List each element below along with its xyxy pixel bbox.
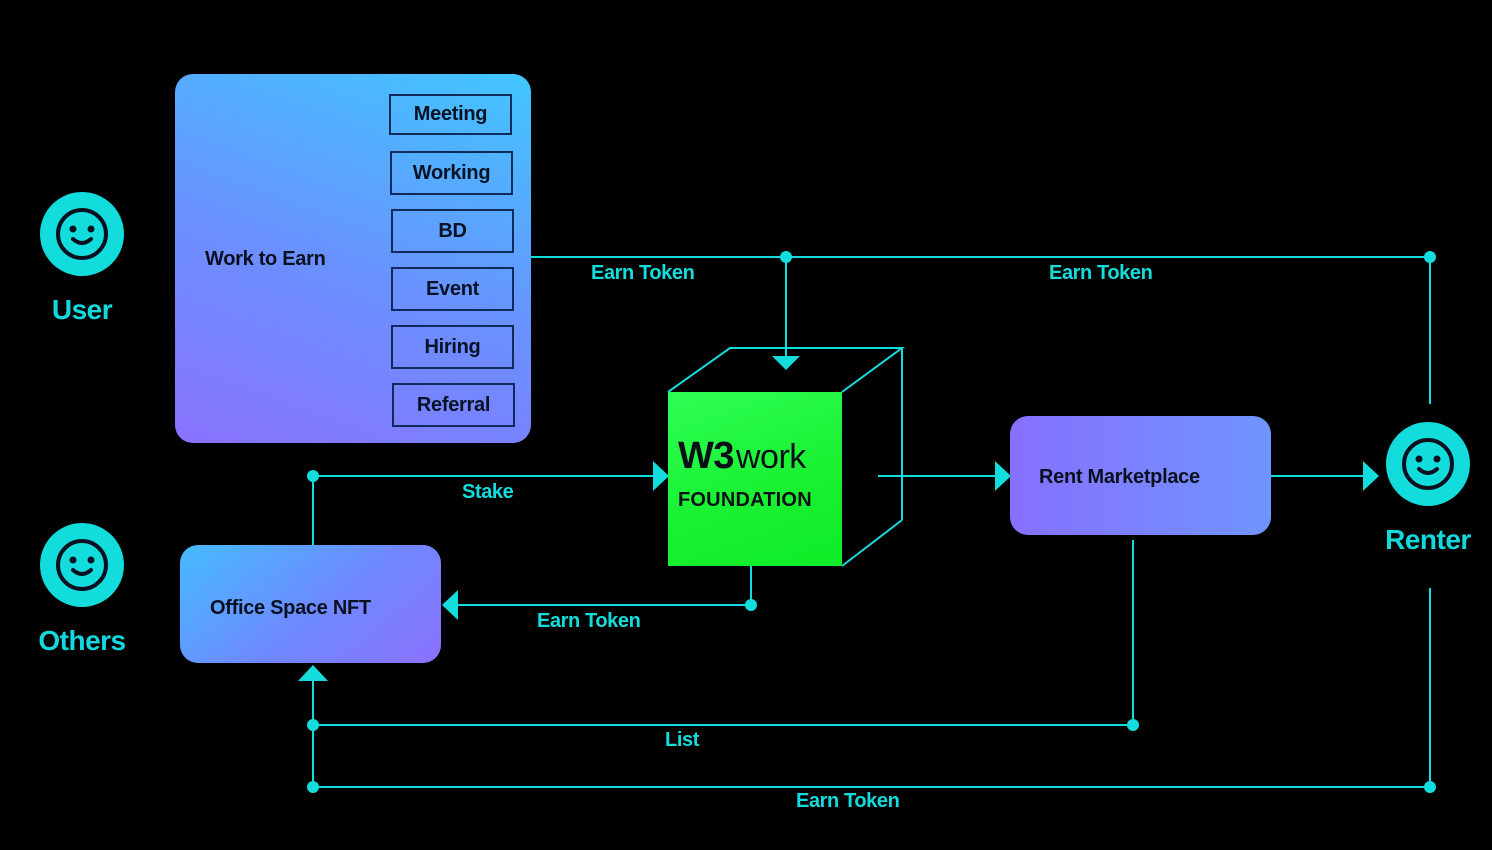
office-space-nft-panel: Office Space NFT xyxy=(180,545,441,663)
cube-top-outline xyxy=(667,347,906,393)
foundation-subtitle: FOUNDATION xyxy=(678,489,812,511)
foundation-brand: W3work xyxy=(678,437,806,475)
smiley-icon xyxy=(40,192,124,276)
rent-marketplace-title: Rent Marketplace xyxy=(1039,466,1200,488)
actor-label-others: Others xyxy=(38,625,126,656)
foundation-brand-w3: W3 xyxy=(678,435,735,477)
edge-label-earn-token-top-right: Earn Token xyxy=(1049,262,1153,284)
foundation-cube: W3work FOUNDATION xyxy=(668,392,842,566)
smiley-icon xyxy=(40,523,124,607)
actor-label-renter: Renter xyxy=(1385,524,1471,555)
activity-tag-hiring: Hiring xyxy=(391,325,514,369)
actor-others: Others xyxy=(12,523,152,657)
rent-marketplace-panel: Rent Marketplace xyxy=(1010,416,1271,535)
dot-bottom-left xyxy=(307,781,319,793)
edge-label-stake: Stake xyxy=(462,481,514,503)
edge-label-earn-token-bottom: Earn Token xyxy=(796,790,900,812)
activity-tag-working: Working xyxy=(390,151,513,195)
foundation-brand-work: work xyxy=(736,438,806,476)
edge-label-earn-token-to-nft: Earn Token xyxy=(537,610,641,632)
dot-bottom-right xyxy=(1424,781,1436,793)
activity-tag-referral: Referral xyxy=(392,383,515,427)
edge-label-earn-token-top-left: Earn Token xyxy=(591,262,695,284)
office-space-nft-title: Office Space NFT xyxy=(210,597,371,619)
dot-stake-start xyxy=(307,470,319,482)
cube-right-bottom-edge xyxy=(841,519,903,567)
work-to-earn-panel: Work to Earn xyxy=(175,74,531,443)
arrow-stake-into-cube xyxy=(653,461,669,491)
activity-tag-bd: BD xyxy=(391,209,514,253)
actor-label-user: User xyxy=(51,294,113,325)
activity-tag-meeting: Meeting xyxy=(389,94,512,135)
actor-user: User xyxy=(12,192,152,326)
arrow-into-nft xyxy=(442,590,458,620)
actor-renter: Renter xyxy=(1358,422,1492,556)
work-to-earn-title: Work to Earn xyxy=(205,248,326,270)
smiley-icon xyxy=(1386,422,1470,506)
dot-top-right xyxy=(1424,251,1436,263)
dot-cube-bottom xyxy=(745,599,757,611)
dot-list-right xyxy=(1127,719,1139,731)
dot-list-left xyxy=(307,719,319,731)
edge-label-list: List xyxy=(665,729,699,751)
activity-tag-event: Event xyxy=(391,267,514,311)
dot-top-mid xyxy=(780,251,792,263)
arrow-into-cube-top xyxy=(772,356,800,370)
arrow-up-into-nft xyxy=(298,665,328,681)
arrow-into-renter xyxy=(1363,461,1379,491)
arrow-into-rent xyxy=(995,461,1011,491)
